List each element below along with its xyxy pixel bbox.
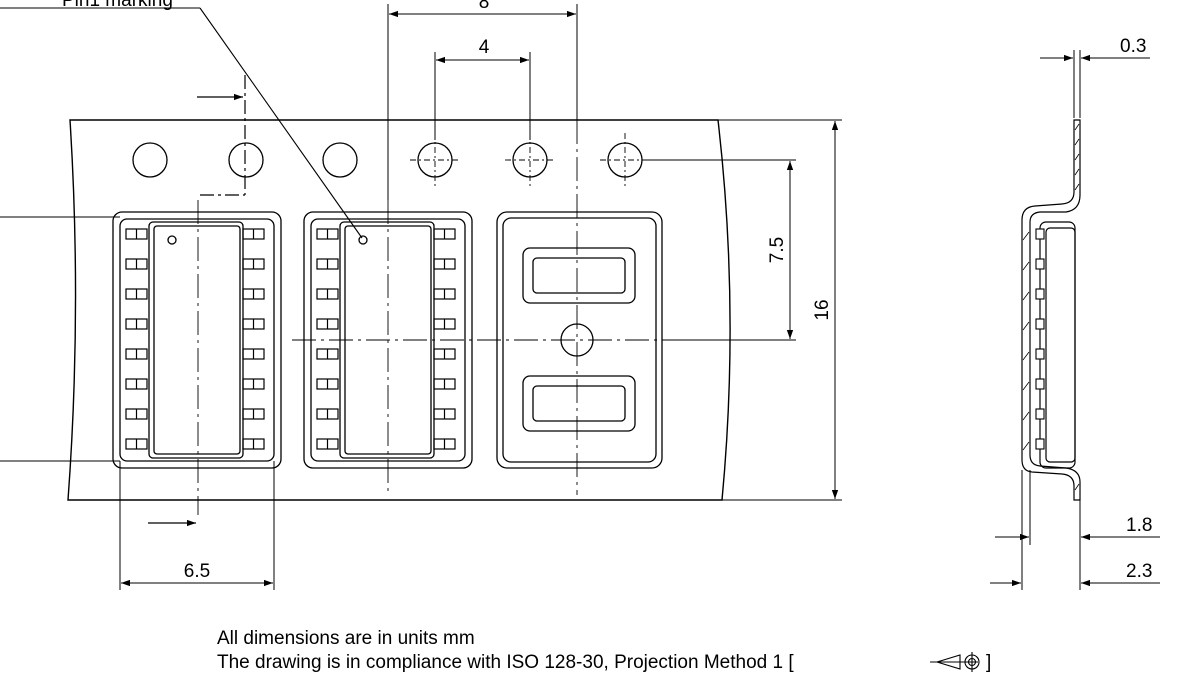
dim-hole-pitch <box>434 52 531 140</box>
pocket-1 <box>112 211 282 469</box>
note-standard: The drawing is in compliance with ISO 12… <box>217 652 794 673</box>
note-standard-end: ] <box>986 652 991 673</box>
sprocket-hole <box>322 142 358 178</box>
dim-6-5-value: 6.5 <box>184 561 210 582</box>
side-view-ic-body <box>1039 221 1076 469</box>
dim-7-5 <box>645 159 796 341</box>
dim-2-3 <box>990 470 1160 590</box>
pin1-dot <box>358 235 368 245</box>
side-pin <box>1035 378 1045 390</box>
sprocket-hole <box>132 142 168 178</box>
pins-left-ic-1 <box>125 228 265 450</box>
dim-pitch <box>387 4 578 200</box>
pin1-marking-label: Pin1 marking <box>62 0 173 11</box>
centerlines <box>197 120 680 515</box>
pin1-leader <box>0 7 363 239</box>
dim-pitch-value: 8 <box>479 0 490 13</box>
dim-hole-pitch-value: 4 <box>479 37 490 58</box>
side-pin <box>1035 318 1045 330</box>
dim-1-8-value: 1.8 <box>1126 515 1152 536</box>
dim-6-5 <box>119 461 275 590</box>
dim-2-3-value: 2.3 <box>1126 561 1152 582</box>
dim-16-value: 16 <box>812 299 833 320</box>
dim-1-8 <box>995 470 1160 545</box>
dim-0-3-value: 0.3 <box>1120 36 1146 57</box>
sprocket-hole <box>228 142 264 178</box>
note-units: All dimensions are in units mm <box>217 628 475 649</box>
side-pin <box>1035 438 1045 450</box>
projection-method-icon <box>930 652 980 672</box>
feed-direction-top <box>197 75 246 196</box>
dim-16 <box>718 119 842 501</box>
side-pin <box>1035 228 1045 240</box>
side-view-tape-section <box>1021 119 1081 501</box>
side-pin <box>1035 408 1045 420</box>
dim-0-3 <box>1040 50 1150 118</box>
side-pin <box>1035 348 1045 360</box>
side-view <box>1021 119 1081 501</box>
pins-ic-2 <box>316 228 456 450</box>
side-pin <box>1035 288 1045 300</box>
carrier-tape-outline <box>67 119 731 501</box>
ic-body-1 <box>148 221 244 459</box>
hole-centerlines <box>410 133 650 187</box>
dim-7-5-value: 7.5 <box>767 237 788 263</box>
pin1-dot <box>167 235 177 245</box>
left-extension-lines <box>0 216 120 462</box>
side-view-pins <box>1035 228 1045 450</box>
side-pin <box>1035 258 1045 270</box>
